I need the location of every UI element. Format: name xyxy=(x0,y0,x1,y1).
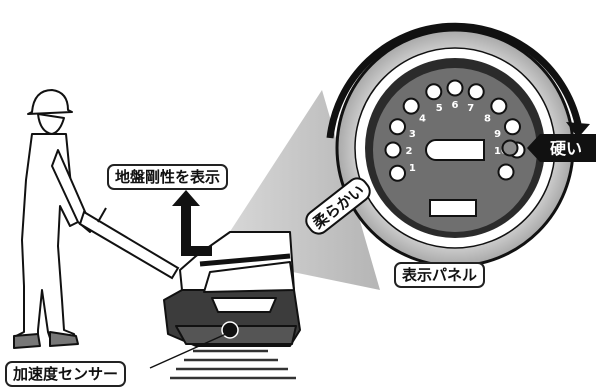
gauge-dot-5 xyxy=(425,83,443,101)
gauge-dot-3 xyxy=(389,118,407,136)
gauge-number-1: 1 xyxy=(409,163,416,174)
acceleration-sensor-label: 加速度センサー xyxy=(5,361,127,387)
gauge-number-8: 8 xyxy=(484,113,491,124)
up-arrow xyxy=(172,190,212,256)
gauge-number-10: 10 xyxy=(494,146,508,157)
gauge-dot-6 xyxy=(446,79,464,97)
plate-compactor xyxy=(163,231,301,347)
gauge-indicator-dot xyxy=(497,163,515,181)
hard-tag: 硬い xyxy=(527,134,596,162)
gauge-number-5: 5 xyxy=(436,103,443,114)
gauge-dot-7 xyxy=(467,83,485,101)
gauge-indicator-dot xyxy=(501,139,519,157)
gauge-dot-2 xyxy=(384,141,402,159)
gauge-dot-9 xyxy=(503,118,521,136)
ground-lines xyxy=(170,349,296,380)
sensor-leader-line xyxy=(149,333,227,369)
gauge-number-3: 3 xyxy=(409,129,416,140)
display-panel-label: 表示パネル xyxy=(394,262,486,288)
acceleration-sensor-marker xyxy=(221,321,239,339)
machine-handle xyxy=(78,207,180,280)
gauge-number-2: 2 xyxy=(406,146,413,157)
ground-stiffness-label: 地盤剛性を表示 xyxy=(107,164,229,190)
gauge-number-9: 9 xyxy=(494,129,501,140)
gauge-number-7: 7 xyxy=(467,103,474,114)
gauge-window xyxy=(429,199,477,217)
gauge-needle xyxy=(425,139,485,161)
gauge-number-4: 4 xyxy=(419,113,426,124)
gauge-dot-8 xyxy=(490,97,508,115)
gauge-number-6: 6 xyxy=(452,100,459,111)
direction-arrowhead-icon xyxy=(566,122,590,138)
gauge-dot-4 xyxy=(402,97,420,115)
gauge-dot-1 xyxy=(389,164,407,182)
hard-label: 硬い xyxy=(550,139,582,158)
direction-arc xyxy=(326,22,582,139)
